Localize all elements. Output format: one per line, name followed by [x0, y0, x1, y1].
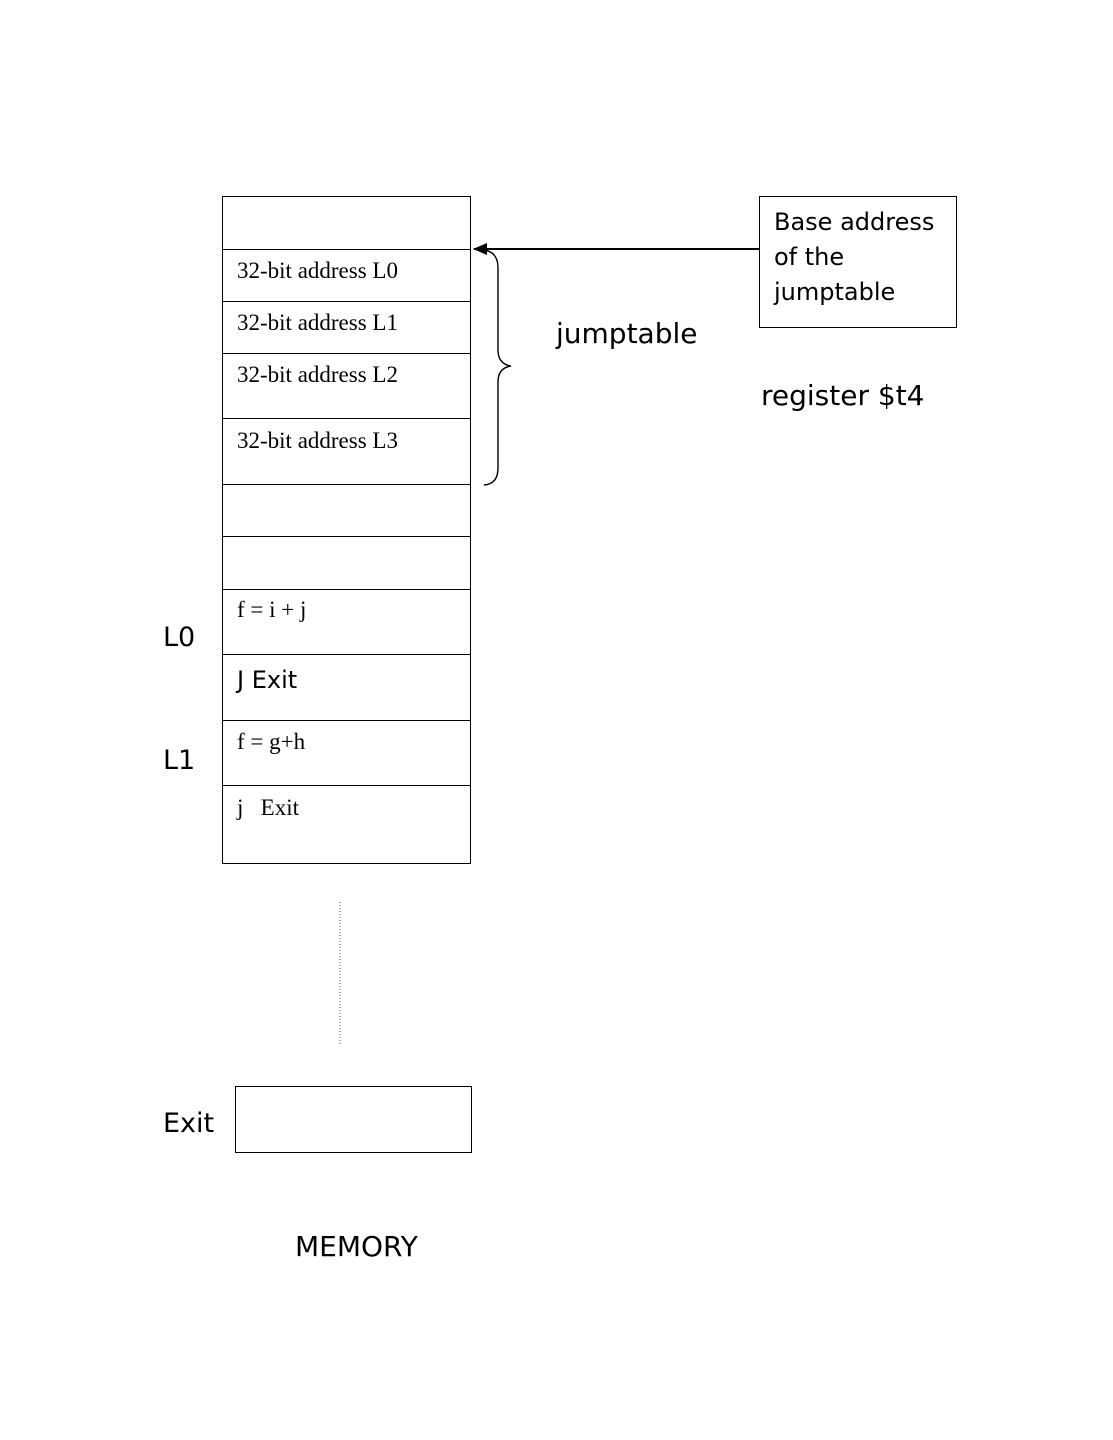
memory-cell-address-l0: 32-bit address L0 [222, 249, 471, 302]
register-label: register $t4 [761, 379, 925, 412]
label-l1: L1 [163, 745, 196, 776]
memory-caption: MEMORY [295, 1230, 418, 1263]
memory-cell-text: f = i + j [237, 597, 307, 622]
memory-cell-text: 32-bit address L0 [237, 258, 398, 283]
jumptable-brace [483, 249, 512, 486]
jumptable-label: jumptable [556, 317, 698, 350]
base-address-text: Base address of the jumptable [774, 208, 935, 306]
memory-cell-j-exit-2: j Exit [222, 785, 471, 864]
memory-cell-f-equals-g-plus-h: f = g+h [222, 720, 471, 786]
memory-cell-empty-1 [222, 484, 471, 538]
memory-cell-j-exit-1: J Exit [222, 654, 471, 721]
memory-cell-text: 32-bit address L3 [237, 428, 398, 453]
memory-cell-text: 32-bit address L2 [237, 362, 398, 387]
exit-cell [235, 1086, 472, 1153]
memory-cell-address-l1: 32-bit address L1 [222, 301, 471, 354]
memory-cell-text: f = g+h [237, 729, 306, 754]
label-exit: Exit [163, 1108, 215, 1139]
memory-cell-text: J Exit [237, 666, 298, 694]
memory-cell-text: j Exit [237, 795, 299, 820]
memory-cell-empty-2 [222, 536, 471, 590]
label-l0: L0 [163, 622, 196, 653]
memory-cell-empty-top [222, 196, 471, 250]
base-address-box: Base address of the jumptable [759, 196, 957, 328]
memory-cell-f-equals-i-plus-j: f = i + j [222, 589, 471, 655]
memory-cell-text: 32-bit address L1 [237, 310, 398, 335]
